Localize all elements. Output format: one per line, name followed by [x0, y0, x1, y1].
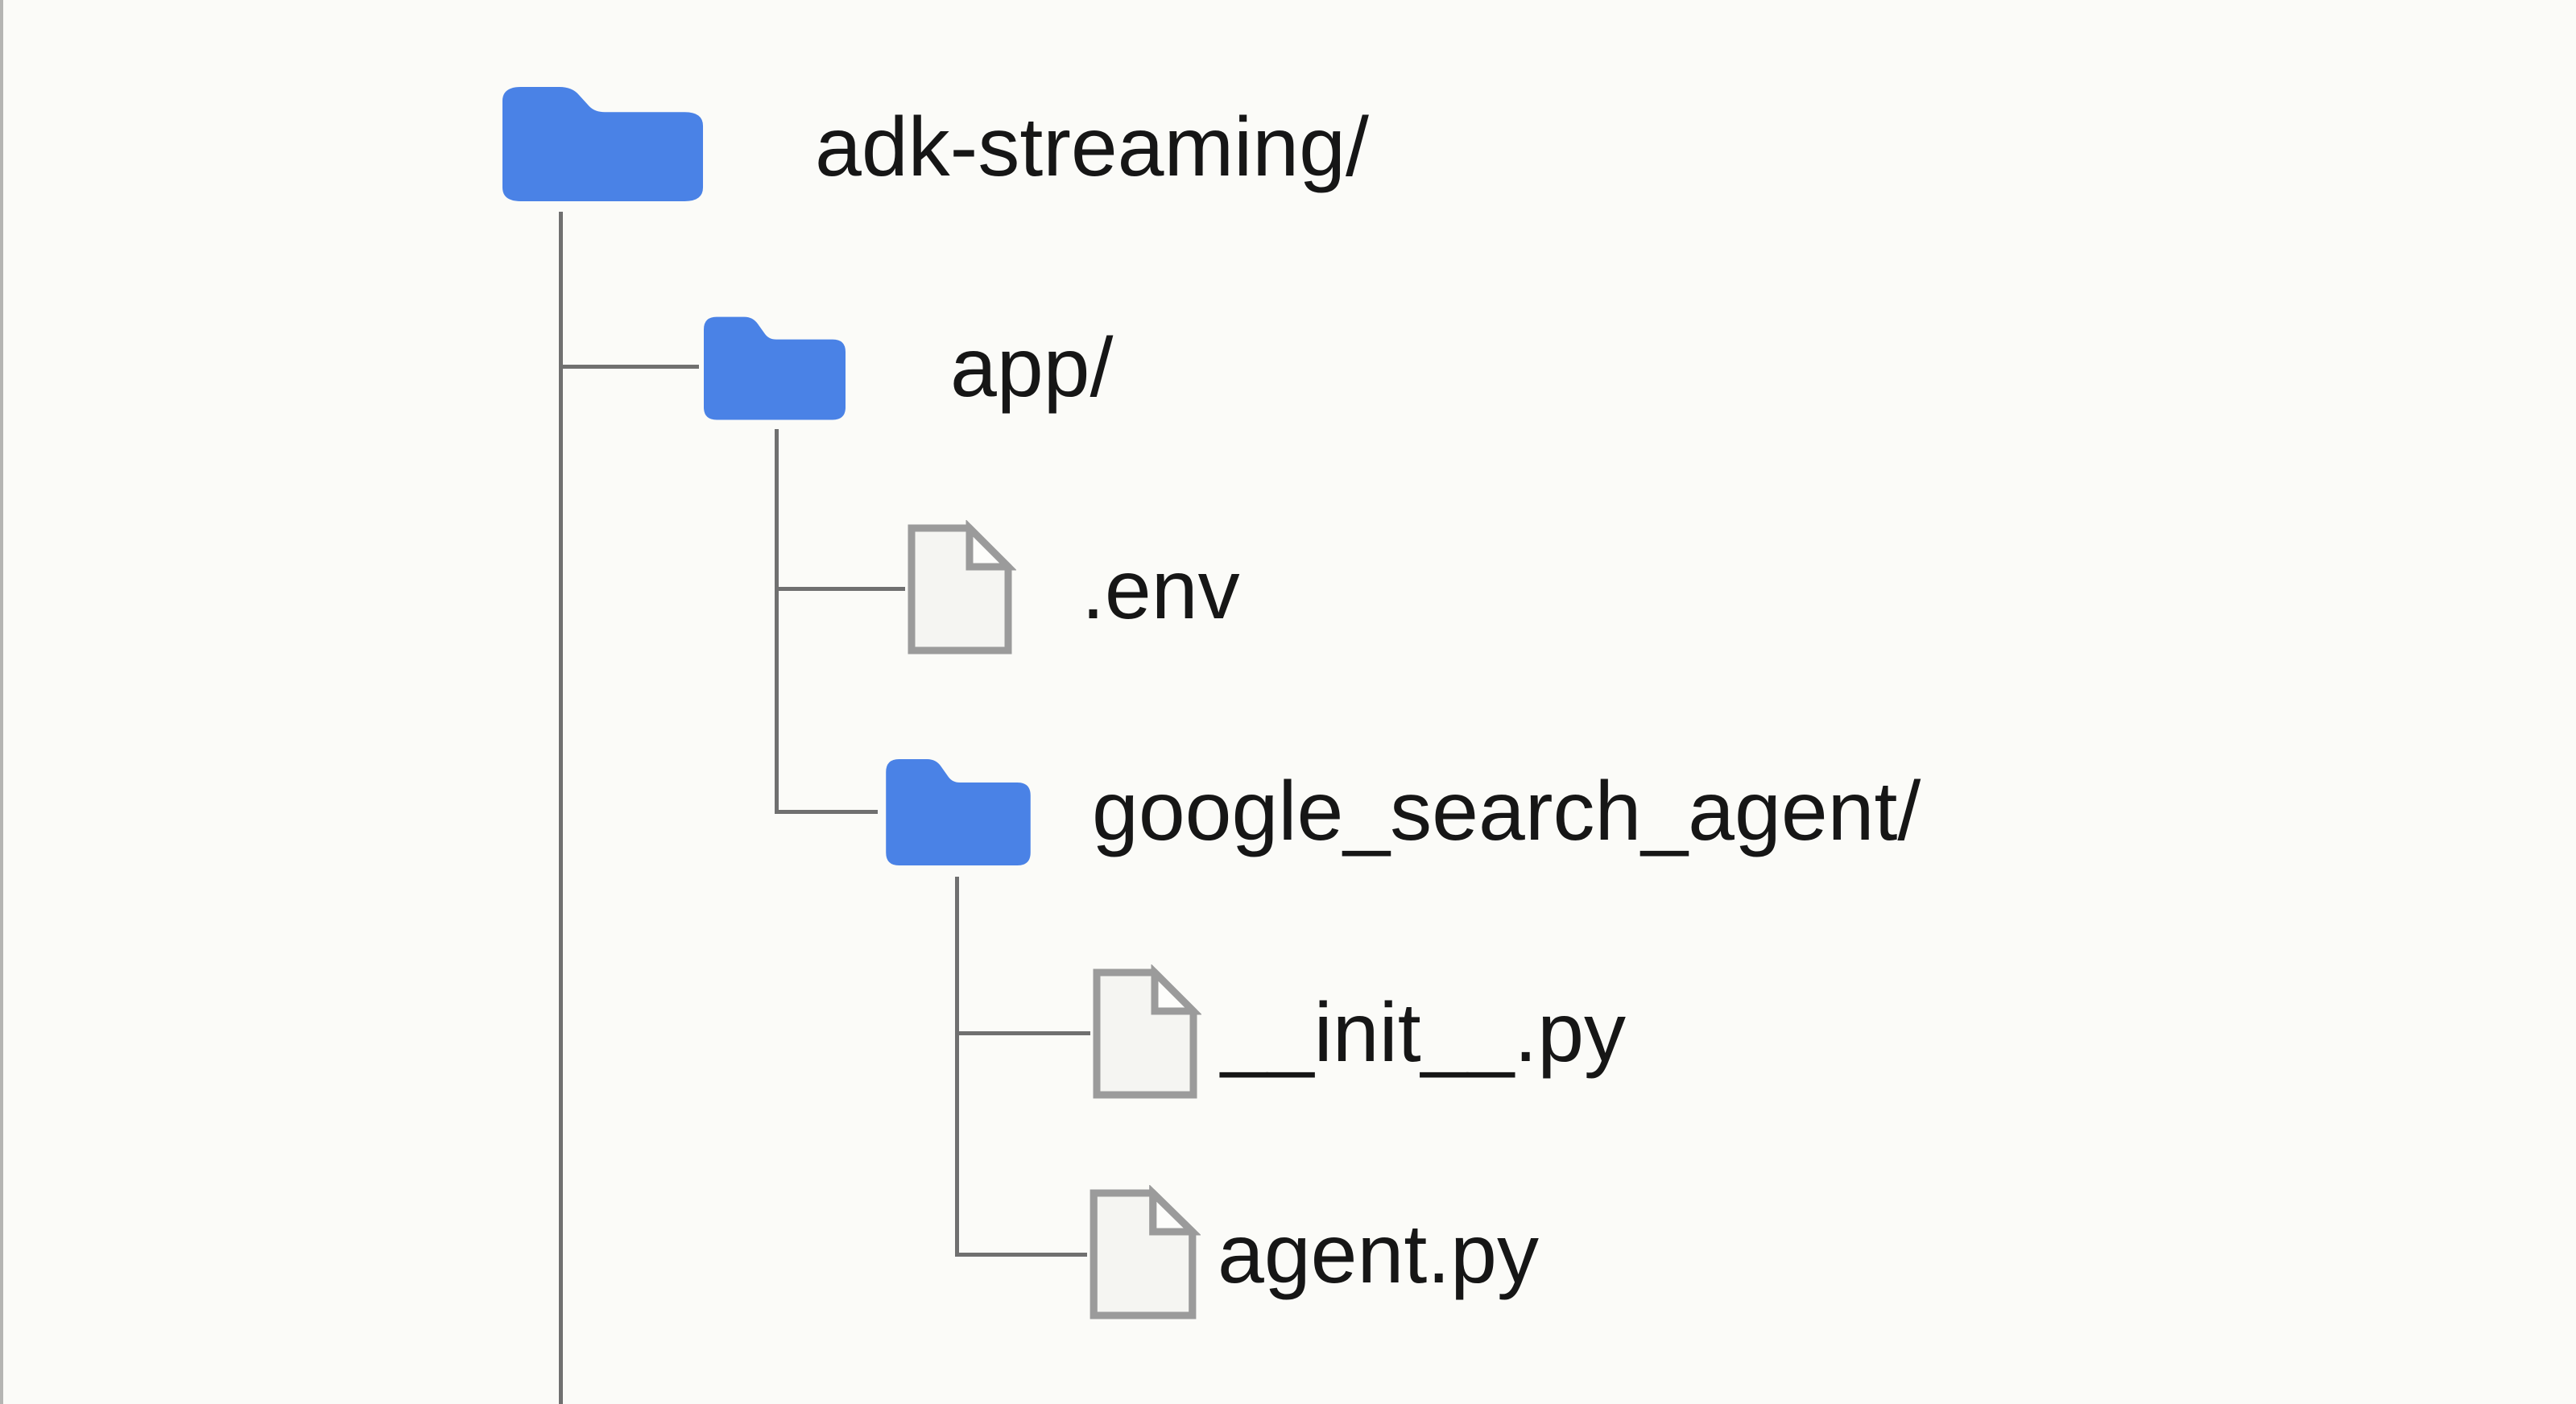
- tree-node-label-agent-py: agent.py: [1218, 1208, 1539, 1301]
- connector-root-vertical: [559, 212, 563, 1404]
- tree-node-label-adk-streaming: adk-streaming/: [815, 101, 1369, 194]
- file-page-shape: [1090, 1189, 1197, 1319]
- folder-icon-svg: [502, 87, 704, 201]
- connector-branch-env: [775, 587, 905, 591]
- tree-node-label-app: app/: [950, 321, 1114, 415]
- file-icon-svg: [1090, 1185, 1201, 1319]
- tree-node-label-env: .env: [1081, 543, 1240, 637]
- file-icon-svg: [1093, 964, 1201, 1099]
- file-icon: [1089, 964, 1201, 1103]
- folder-icon: [489, 75, 717, 213]
- file-icon-svg: [908, 520, 1016, 655]
- folder-icon: [876, 748, 1040, 877]
- tree-node-label-google-search-agent: google_search_agent/: [1092, 765, 1921, 858]
- tree-node-label-init-py: __init__.py: [1221, 986, 1627, 1080]
- file-fold-shape: [965, 520, 1016, 571]
- connector-branch-app: [559, 365, 699, 369]
- left-edge-line: [0, 0, 3, 1404]
- file-icon: [903, 520, 1016, 659]
- file-page-shape: [908, 524, 1012, 655]
- folder-icon: [694, 306, 855, 431]
- connector-branch-init: [955, 1031, 1090, 1035]
- connector-branch-agent: [955, 1253, 1087, 1257]
- folder-shape: [886, 759, 1031, 865]
- connector-branch-google-search-agent: [775, 810, 878, 814]
- connector-google-vertical: [955, 877, 959, 1257]
- file-fold-shape: [1151, 964, 1201, 1015]
- folder-shape: [704, 316, 846, 420]
- file-page-shape: [1093, 968, 1197, 1099]
- folder-icon-svg: [886, 759, 1031, 865]
- file-icon: [1085, 1185, 1201, 1323]
- folder-shape: [502, 87, 704, 201]
- file-fold-shape: [1149, 1185, 1201, 1236]
- connector-app-vertical: [775, 429, 779, 814]
- folder-icon-svg: [704, 316, 846, 420]
